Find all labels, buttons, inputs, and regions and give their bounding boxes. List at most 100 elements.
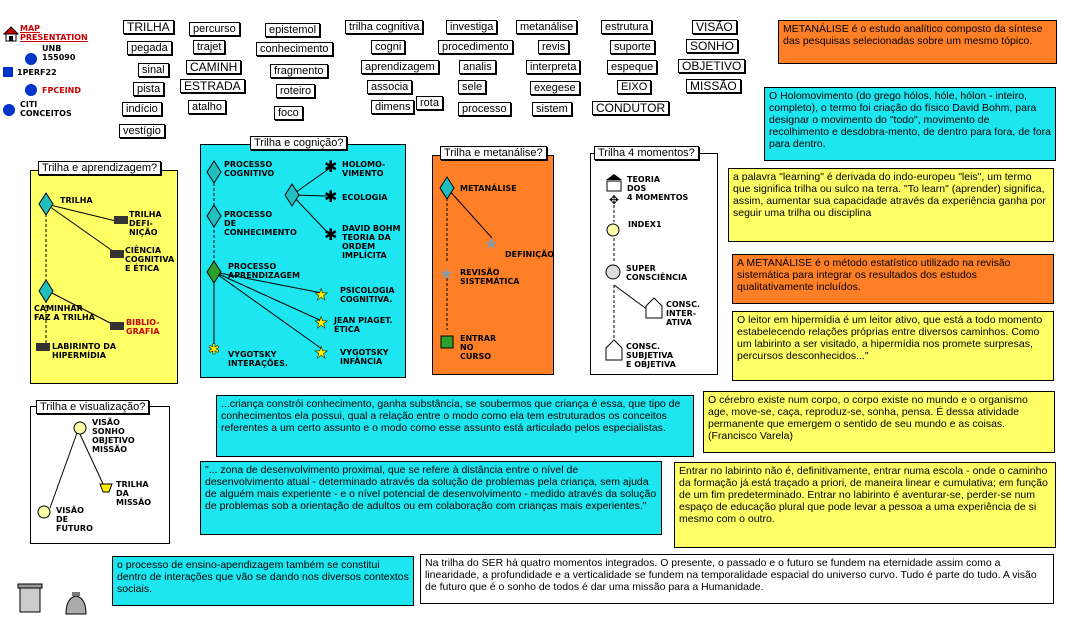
node-consc-subjetiva[interactable]: CONSC. SUBJETIVA E OBJETIVA	[626, 342, 676, 369]
node-ecologia[interactable]: ECOLOGIA	[342, 193, 388, 202]
node-trilha-missao[interactable]: TRILHA DA MISSÃO	[116, 480, 152, 507]
legend-map-label[interactable]: MAP PRESENTATION	[20, 24, 88, 42]
tag[interactable]: fragmento	[270, 64, 328, 78]
tag[interactable]: suporte	[610, 40, 655, 54]
svg-text:✱: ✱	[324, 227, 337, 244]
tag[interactable]: sele	[458, 80, 487, 94]
node-piaget[interactable]: JEAN PIAGET. ÉTICA	[334, 316, 393, 334]
node-processo-aprendizagem[interactable]: PROCESSO APRENDIZAGEM	[228, 262, 300, 280]
tag[interactable]: CONDUTOR	[592, 101, 670, 115]
tag[interactable]: OBJETIVO	[678, 59, 746, 73]
tag[interactable]: CAMINH	[186, 60, 242, 74]
tag[interactable]: trilha cognitiva	[345, 20, 424, 34]
svg-text:✥: ✥	[609, 193, 619, 207]
node-teoria[interactable]: TEORIA DOS 4 MOMENTOS	[627, 175, 689, 202]
tag[interactable]: roteiro	[276, 84, 316, 98]
tag[interactable]: conhecimento	[256, 42, 333, 56]
tag[interactable]: foco	[274, 106, 303, 120]
tag[interactable]: trajet	[193, 40, 226, 54]
tag[interactable]: indício	[122, 102, 162, 116]
tag[interactable]: ESTRADA	[180, 79, 245, 93]
tag[interactable]: dimens	[371, 100, 415, 114]
panel-title-visualizacao[interactable]: Trilha e visualização?	[36, 400, 150, 414]
tag[interactable]: vestígio	[119, 124, 165, 138]
panel-title-momentos[interactable]: Trilha 4 momentos?	[594, 146, 699, 160]
tag[interactable]: SONHO	[686, 39, 739, 53]
tag[interactable]: rota	[416, 96, 443, 110]
tag[interactable]: pegada	[127, 41, 172, 55]
node-trilha-definicao[interactable]: TRILHA DEFI- NIÇÃO	[129, 210, 162, 237]
tag[interactable]: VISÃO	[692, 20, 737, 34]
node-trilha[interactable]: TRILHA	[60, 196, 93, 205]
panel-title-metanalise[interactable]: Trilha e metanálise?	[440, 146, 547, 160]
tag[interactable]: analis	[459, 60, 496, 74]
node-definicao[interactable]: DEFINIÇÃO	[505, 250, 555, 259]
node-vygotsky-infancia[interactable]: VYGOTSKY INFÂNCIA	[340, 348, 389, 366]
node-labirinto[interactable]: LABIRINTO DA HIPERMÍDIA	[52, 342, 117, 360]
tag[interactable]: revis	[538, 40, 570, 54]
note-ensino: o processo de ensino-apendizagem também …	[112, 556, 414, 606]
tag[interactable]: processo	[458, 102, 511, 116]
tag[interactable]: sinal	[138, 63, 169, 77]
node-ciencia-cognitiva[interactable]: CIÊNCIA COGNITIVA E ÉTICA	[125, 246, 175, 273]
node-psicologia[interactable]: PSICOLOGIA COGNITIVA.	[340, 286, 395, 304]
legend-item-3: FPCEIND	[42, 86, 81, 95]
tag[interactable]: pista	[133, 82, 165, 96]
tag[interactable]: MISSÃO	[686, 79, 741, 93]
panel-title-cognicao[interactable]: Trilha e cognição?	[250, 136, 348, 150]
tag[interactable]: sistem	[532, 102, 572, 116]
node-consc-interativa[interactable]: CONSC. INTER- ATIVA	[666, 300, 701, 327]
tag[interactable]: aprendizagem	[361, 60, 439, 74]
node-vygotsky-interacoes[interactable]: VYGOTSKY INTERAÇÕES.	[228, 350, 288, 368]
tag[interactable]: EIXO	[617, 80, 652, 94]
node-caminhar[interactable]: CAMINHAR FAZ A TRILHA	[34, 304, 95, 322]
node-david-bohm[interactable]: DAVID BOHM TEORIA DA ORDEM IMPLÍCITA	[342, 224, 401, 260]
node-processo-conhecimento[interactable]: PROCESSO DE CONHECIMENTO	[224, 210, 297, 237]
node-visao-sonho[interactable]: VISÃO SONHO OBJETIVO MISSÃO	[92, 418, 135, 454]
tag[interactable]: investiga	[446, 20, 498, 34]
tag[interactable]: procedimento	[438, 40, 513, 54]
legend-circle-icon	[25, 53, 37, 65]
node-visao-futuro[interactable]: VISÃO DE FUTURO	[56, 506, 93, 533]
node-holomovimento[interactable]: HOLOMO- VIMENTO	[342, 160, 386, 178]
node-processo-cognitivo[interactable]: PROCESSO COGNITIVO	[224, 160, 275, 178]
tag[interactable]: associa	[367, 80, 413, 94]
tag[interactable]: estrutura	[601, 20, 653, 34]
svg-text:✱: ✱	[208, 341, 220, 357]
tag[interactable]: percurso	[189, 22, 240, 36]
tag[interactable]: atalho	[188, 100, 226, 114]
tag[interactable]: interpreta	[526, 60, 581, 74]
panel-title-aprendizagem[interactable]: Trilha e aprendizagem?	[38, 161, 162, 175]
tag[interactable]: espeque	[607, 60, 658, 74]
node-bibliografia[interactable]: BIBLIO- GRAFIA	[126, 318, 160, 336]
tag[interactable]: epistemol	[265, 23, 321, 37]
node-index1[interactable]: INDEX1	[628, 220, 662, 229]
node-entrar-curso[interactable]: ENTRAR NO CURSO	[460, 334, 497, 361]
tag[interactable]: TRILHA	[123, 20, 174, 34]
tag[interactable]: cogni	[371, 40, 406, 54]
node-metanalise[interactable]: METANÁLISE	[460, 184, 517, 193]
tag[interactable]: exegese	[530, 81, 580, 95]
node-revisao[interactable]: REVISÃO SISTEMÁTICA	[460, 268, 520, 286]
map-home-icon[interactable]	[2, 26, 20, 42]
tag[interactable]: metanálise	[516, 20, 578, 34]
node-super[interactable]: SUPER CONSCIÊNCIA	[626, 264, 688, 282]
